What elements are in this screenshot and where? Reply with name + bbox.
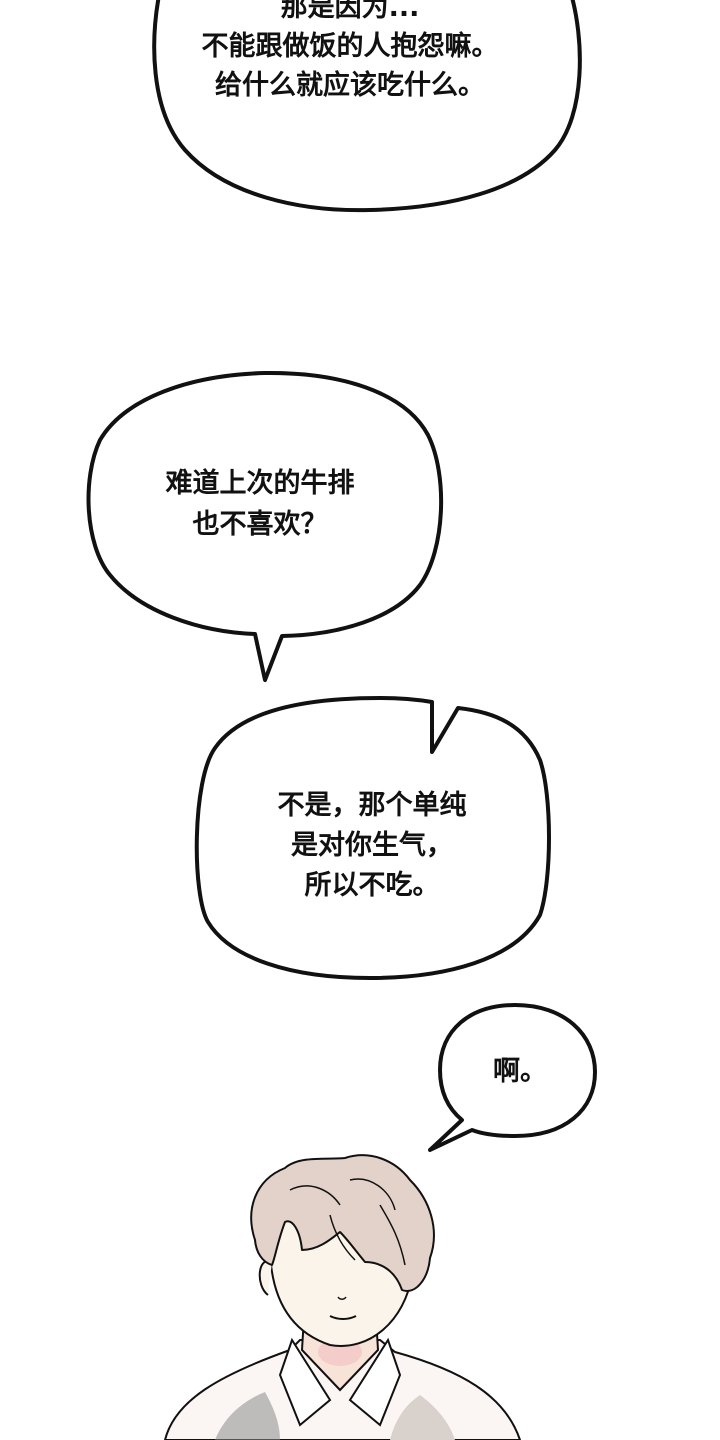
dialogue-line: 是对你生气， (291, 830, 453, 861)
dialogue-line: 不是，那个单纯 (277, 790, 467, 821)
dialogue-line: 那是因为... (280, 0, 420, 23)
dialogue-line: 难道上次的牛排 (165, 468, 355, 499)
dialogue-text-4: 啊。 (470, 1058, 570, 1085)
speech-bubble-3 (194, 696, 551, 980)
speech-bubble-1 (152, 0, 582, 213)
dialogue-line: 啊。 (493, 1056, 547, 1087)
dialogue-line: 也不喜欢？ (192, 509, 328, 540)
hair (250, 1154, 435, 1292)
speech-bubble-4 (428, 1003, 597, 1152)
dialogue-text-3: 不是，那个单纯 是对你生气， 所以不吃。 (232, 792, 512, 912)
dialogue-line: 不能跟做饭的人抱怨嘛。 (201, 31, 499, 62)
character-illustration (163, 1154, 522, 1440)
speech-bubble-2 (86, 370, 444, 682)
dialogue-line: 给什么就应该吃什么。 (215, 70, 485, 101)
dialogue-text-2: 难道上次的牛排 也不喜欢？ (120, 470, 400, 552)
dialogue-text-1: 那是因为... 不能跟做饭的人抱怨嘛。 给什么就应该吃什么。 (160, 0, 540, 111)
dialogue-line: 所以不吃。 (304, 870, 440, 901)
